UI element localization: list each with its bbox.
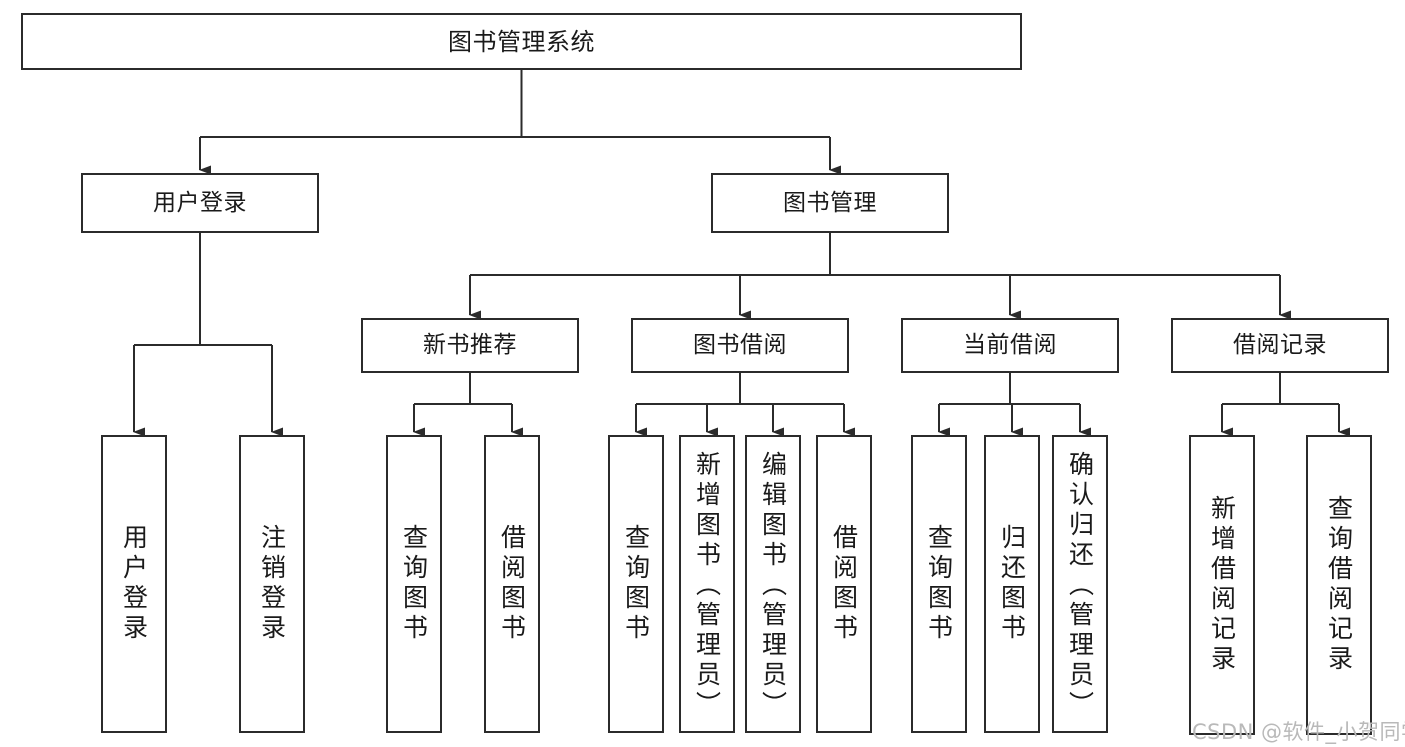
node-label: 注销登录 <box>257 524 287 644</box>
node-leaf-confirm-return[interactable]: 确认归还（管理员） <box>1052 435 1108 733</box>
node-label: 编辑图书（管理员） <box>758 451 788 721</box>
node-leaf-user-login[interactable]: 用户登录 <box>101 435 167 733</box>
node-leaf-borrow-book[interactable]: 借阅图书 <box>816 435 872 733</box>
node-book-borrow[interactable]: 图书借阅 <box>631 318 849 373</box>
node-leaf-return-book[interactable]: 归还图书 <box>984 435 1040 733</box>
node-label: 归还图书 <box>997 524 1027 644</box>
node-label: 确认归还（管理员） <box>1065 451 1095 721</box>
node-label: 查询借阅记录 <box>1324 495 1354 675</box>
node-label: 借阅图书 <box>829 524 859 644</box>
node-user-login[interactable]: 用户登录 <box>81 173 319 233</box>
node-current-borrow[interactable]: 当前借阅 <box>901 318 1119 373</box>
node-leaf-user-logout[interactable]: 注销登录 <box>239 435 305 733</box>
node-borrow-record[interactable]: 借阅记录 <box>1171 318 1389 373</box>
node-label: 新增借阅记录 <box>1207 495 1237 675</box>
node-label: 图书借阅 <box>693 332 787 359</box>
node-label: 查询图书 <box>399 524 429 644</box>
csdn-watermark: CSDN @软件_小贺同学 <box>1192 720 1405 744</box>
node-label: 新书推荐 <box>423 332 517 359</box>
node-label: 查询图书 <box>621 524 651 644</box>
node-label: 查询图书 <box>924 524 954 644</box>
node-leaf-borrow-book-recommend[interactable]: 借阅图书 <box>484 435 540 733</box>
node-label: 当前借阅 <box>963 332 1057 359</box>
node-label: 新增图书（管理员） <box>692 451 722 721</box>
node-leaf-query-book-recommend[interactable]: 查询图书 <box>386 435 442 733</box>
node-label: 图书管理 <box>783 189 877 216</box>
node-leaf-edit-book[interactable]: 编辑图书（管理员） <box>745 435 801 733</box>
node-label: 借阅图书 <box>497 524 527 644</box>
node-label: 用户登录 <box>153 189 247 216</box>
node-leaf-add-book[interactable]: 新增图书（管理员） <box>679 435 735 733</box>
node-label: 用户登录 <box>119 524 149 644</box>
node-leaf-query-borrow-record[interactable]: 查询借阅记录 <box>1306 435 1372 735</box>
node-root-system[interactable]: 图书管理系统 <box>21 13 1022 70</box>
node-book-manage[interactable]: 图书管理 <box>711 173 949 233</box>
node-leaf-add-borrow-record[interactable]: 新增借阅记录 <box>1189 435 1255 735</box>
node-label: 借阅记录 <box>1233 332 1327 359</box>
node-new-book-recommend[interactable]: 新书推荐 <box>361 318 579 373</box>
node-leaf-query-book-borrow[interactable]: 查询图书 <box>608 435 664 733</box>
node-label: 图书管理系统 <box>448 27 595 56</box>
node-leaf-query-book-current[interactable]: 查询图书 <box>911 435 967 733</box>
